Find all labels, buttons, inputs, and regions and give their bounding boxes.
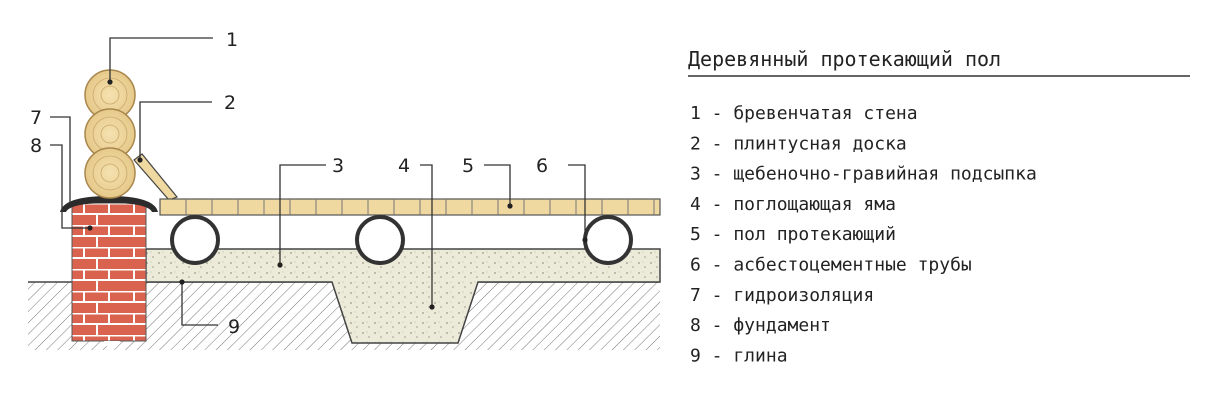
callout-numbers: 1 2 3 4 5 6 7 8 9: [30, 29, 548, 338]
legend-item-5: 5 - пол протекающий: [690, 224, 896, 245]
callout-2: 2: [224, 92, 236, 114]
legend-item-7: 7 - гидроизоляция: [690, 285, 874, 306]
legend-item-6: 6 - асбестоцементные трубы: [690, 255, 972, 276]
legend-item-8: 8 - фундамент: [690, 315, 831, 336]
callout-5: 5: [462, 155, 474, 177]
leader-dots: [87, 79, 588, 310]
skirting-board: [133, 153, 178, 201]
callout-8: 8: [30, 135, 42, 157]
legend-item-4: 4 - поглощающая яма: [690, 194, 896, 215]
legend-title: Деревянный протекающий пол: [688, 47, 1001, 71]
gravel-layer: [145, 248, 661, 344]
leader-lines: [50, 37, 586, 326]
callout-6: 6: [536, 155, 548, 177]
log-wall: [84, 69, 136, 199]
callout-7: 7: [30, 107, 42, 129]
brick-foundation: [71, 202, 147, 352]
floor-boards: [159, 198, 661, 216]
callout-9: 9: [228, 316, 240, 338]
legend-item-9: 9 - глина: [690, 345, 788, 366]
callout-3: 3: [332, 155, 344, 177]
legend: Деревянный протекающий пол 1 - бревенчат…: [688, 47, 1190, 366]
legend-item-2: 2 - плинтусная доска: [690, 133, 907, 154]
callout-1: 1: [226, 29, 238, 51]
legend-item-3: 3 - щебеночно-гравийная подсыпка: [690, 164, 1037, 185]
callout-4: 4: [398, 155, 410, 177]
waterproofing: [60, 196, 158, 212]
legend-item-1: 1 - бревенчатая стена: [690, 103, 918, 124]
pipes: [170, 215, 633, 265]
